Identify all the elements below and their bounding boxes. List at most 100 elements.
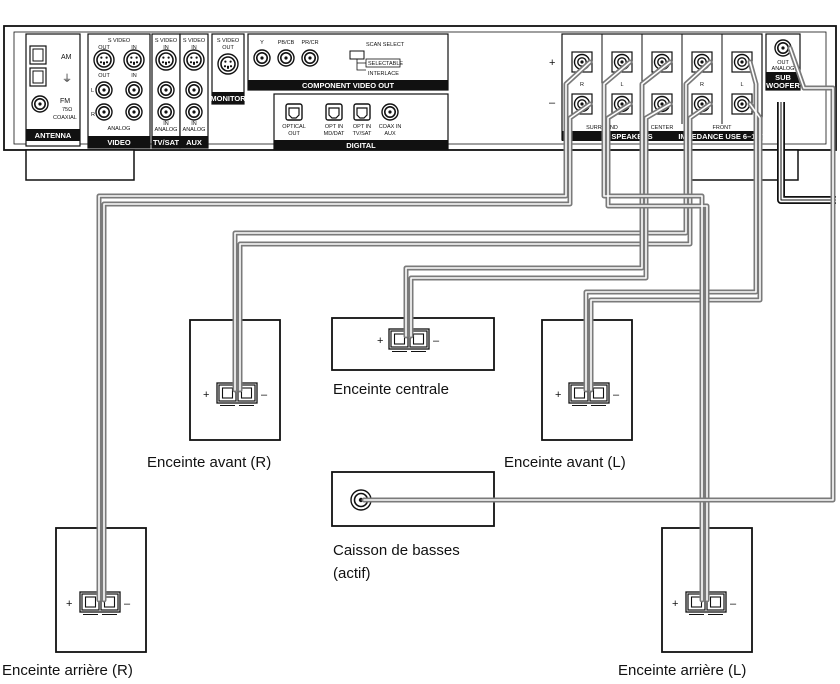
front-r-speaker-caption: Enceinte avant (R) bbox=[147, 454, 271, 471]
cable-subwoofer bbox=[361, 45, 836, 503]
aux-in-label: IN bbox=[191, 45, 197, 51]
power-cord bbox=[777, 102, 836, 204]
video-in-jack-l[interactable] bbox=[125, 81, 143, 99]
front-label: FRONT bbox=[713, 125, 733, 131]
video-r-label: R bbox=[91, 112, 95, 118]
speakers-plus-label: + bbox=[549, 57, 555, 69]
rear-l-plus-sign: + bbox=[672, 598, 678, 610]
video-svideo-label: S VIDEO bbox=[108, 38, 131, 44]
ground-icon: ⏚ bbox=[62, 73, 72, 85]
monitor-svideo-label: S VIDEO bbox=[217, 38, 240, 44]
monitor-header: MONITOR bbox=[210, 94, 246, 103]
center-speaker-caption: Enceinte centrale bbox=[333, 381, 449, 398]
subwoofer-out-label: OUT bbox=[777, 60, 789, 66]
aux-section: S VIDEO IN IN ANALOG AUX bbox=[179, 33, 209, 149]
coax-aux-label: AUX bbox=[384, 131, 396, 137]
monitor-svideo-out-jack[interactable] bbox=[217, 53, 239, 75]
antenna-section: AM ⏚ FM 75Ω COAXIAL ANTENNA bbox=[25, 33, 81, 147]
aux-analog-label: ANALOG bbox=[183, 127, 206, 133]
selectable-label: SELECTABLE bbox=[368, 61, 403, 67]
subwoofer-caption-line2: (actif) bbox=[333, 565, 371, 582]
scan-select-label: SCAN SELECT bbox=[366, 42, 405, 48]
surround-l-label: L bbox=[620, 82, 623, 88]
tvsat-svideo-label: S VIDEO bbox=[155, 38, 178, 44]
cable-rear-r bbox=[96, 59, 593, 603]
speakers-minus-label: – bbox=[549, 97, 556, 109]
fm-ohm-label: 75Ω bbox=[62, 107, 72, 113]
component-video-section: Y PB/CB PR/CR SCAN SELECT SELECTABLE INT… bbox=[247, 33, 449, 91]
video-l-label: L bbox=[91, 88, 94, 94]
front-r-label: R bbox=[700, 82, 704, 88]
speaker-cables bbox=[96, 45, 836, 603]
tvsat-in-jack-1[interactable] bbox=[157, 81, 175, 99]
aux-header: AUX bbox=[186, 138, 202, 147]
video-analog-label: ANALOG bbox=[108, 126, 131, 132]
md-dat-label: MD/DAT bbox=[324, 131, 345, 137]
video-out-jack-l[interactable] bbox=[95, 81, 113, 99]
subwoofer-header-1: SUB bbox=[775, 73, 791, 82]
surround-r-label: R bbox=[580, 82, 584, 88]
speakers-header: SPEAKERS bbox=[611, 132, 652, 141]
rear-r-plus-sign: + bbox=[66, 598, 72, 610]
subwoofer-analog-label: ANALOG bbox=[772, 66, 795, 72]
front-l-plus-sign: + bbox=[555, 389, 561, 401]
video-svideo-out-jack[interactable] bbox=[93, 49, 115, 71]
coax-in-aux-jack[interactable] bbox=[381, 103, 399, 121]
subwoofer-header-2: WOOFER bbox=[766, 81, 800, 90]
component-header: COMPONENT VIDEO OUT bbox=[302, 81, 395, 90]
video-analog-out-label: OUT bbox=[98, 73, 110, 79]
subwoofer-section: OUT ANALOG SUB WOOFER bbox=[765, 33, 801, 91]
front-l-speaker-caption: Enceinte avant (L) bbox=[504, 454, 626, 471]
video-svideo-in-jack[interactable] bbox=[123, 49, 145, 71]
video-section: S VIDEO OUT IN L R OUT IN ANALOG VIDEO bbox=[87, 33, 151, 149]
tv-sat-label: TV/SAT bbox=[353, 131, 372, 137]
receiver-foot-left bbox=[25, 149, 135, 181]
subwoofer-input-jack[interactable] bbox=[350, 489, 372, 511]
cable-front-l bbox=[583, 59, 763, 393]
am-terminal-label: AM bbox=[61, 54, 72, 61]
tvsat-header: TV/SAT bbox=[153, 138, 180, 147]
aux-svideo-in-jack[interactable] bbox=[183, 49, 205, 71]
aux-svideo-label: S VIDEO bbox=[183, 38, 206, 44]
fm-coaxial-jack[interactable] bbox=[31, 95, 49, 113]
cable-center bbox=[403, 59, 673, 339]
center-minus-sign: – bbox=[433, 335, 440, 347]
rear-l-minus-sign: – bbox=[730, 598, 737, 610]
tvsat-in-jack-2[interactable] bbox=[157, 103, 175, 121]
scan-select-switch[interactable] bbox=[349, 50, 365, 60]
front-l-label: L bbox=[740, 82, 743, 88]
optical-in-md-dat-jack[interactable] bbox=[325, 103, 343, 121]
fm-label: FM bbox=[60, 98, 70, 105]
video-out-label: OUT bbox=[98, 45, 110, 51]
rear-l-speaker-caption: Enceinte arrière (L) bbox=[618, 662, 746, 679]
tvsat-svideo-in-jack[interactable] bbox=[155, 49, 177, 71]
monitor-out-label: OUT bbox=[222, 45, 234, 51]
impedance-label: IMPEDANCE USE 6–16Ω bbox=[678, 132, 765, 141]
tvsat-in-label: IN bbox=[163, 45, 169, 51]
video-in-label: IN bbox=[131, 45, 137, 51]
cable-rear-l bbox=[601, 59, 710, 603]
aux-in-jack-1[interactable] bbox=[185, 81, 203, 99]
optical-in-tvsat-jack[interactable] bbox=[353, 103, 371, 121]
monitor-section: S VIDEO OUT MONITOR bbox=[210, 33, 246, 105]
subwoofer-caption-line1: Caisson de basses bbox=[333, 542, 460, 559]
front-r-plus-sign: + bbox=[203, 389, 209, 401]
optical-out-jack[interactable] bbox=[285, 103, 303, 121]
rear-r-speaker-caption: Enceinte arrière (R) bbox=[2, 662, 133, 679]
antenna-header: ANTENNA bbox=[35, 131, 72, 140]
video-out-jack-r[interactable] bbox=[95, 103, 113, 121]
component-pb-jack[interactable] bbox=[277, 49, 295, 67]
optical-out-label: OUT bbox=[288, 131, 300, 137]
aux-in-jack-2[interactable] bbox=[185, 103, 203, 121]
video-in-jack-r[interactable] bbox=[125, 103, 143, 121]
component-pr-jack[interactable] bbox=[301, 49, 319, 67]
opt-in-2-label: OPT IN bbox=[353, 124, 371, 130]
video-analog-in-label: IN bbox=[131, 73, 137, 79]
aux-analog-in-label: IN bbox=[191, 121, 197, 127]
component-y-jack[interactable] bbox=[253, 49, 271, 67]
tvsat-section: S VIDEO IN IN ANALOG TV/SAT bbox=[151, 33, 181, 149]
component-pb-label: PB/CB bbox=[278, 40, 295, 46]
speakers-section: + – R L R L SURROUND CENTER FRONT SPEAKE… bbox=[549, 33, 766, 141]
opt-in-1-label: OPT IN bbox=[325, 124, 343, 130]
